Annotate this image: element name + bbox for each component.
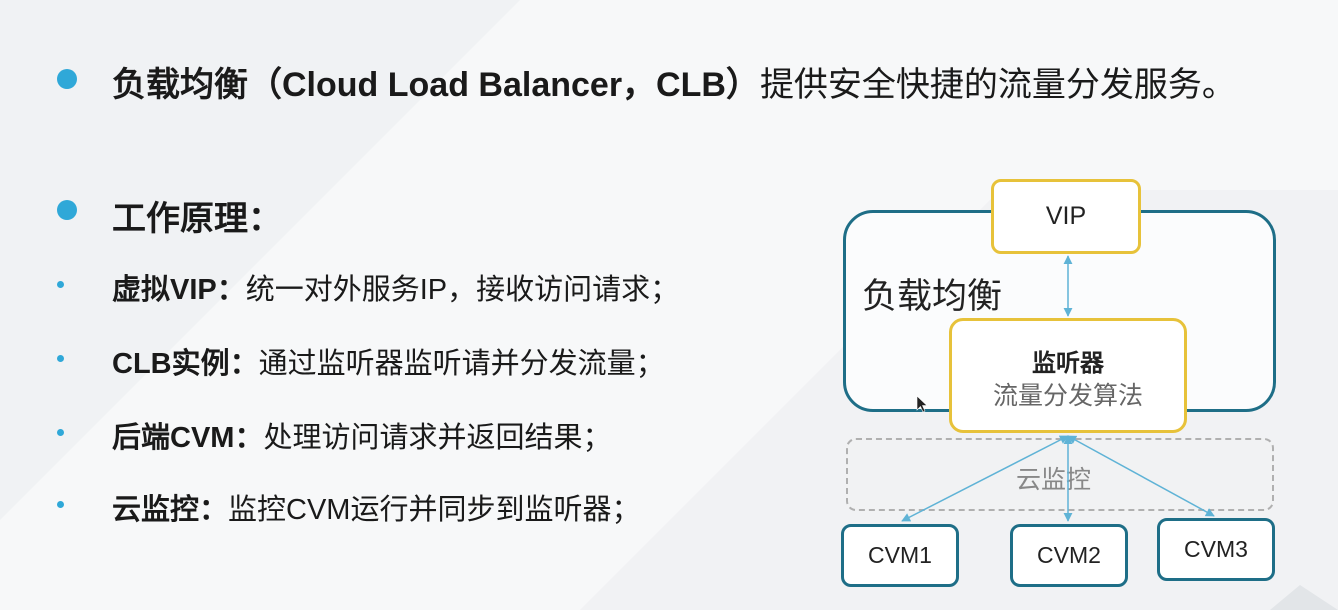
title-bullet	[57, 69, 77, 89]
cvm-box: CVM3	[1157, 518, 1275, 581]
title-bold: 负载均衡（Cloud Load Balancer，CLB）	[112, 66, 760, 104]
clb-label: 负载均衡	[862, 277, 1003, 316]
cvm3-arrow	[1067, 435, 1215, 517]
item-term: 云监控：	[112, 494, 229, 526]
cvm-box: CVM2	[1010, 524, 1128, 587]
list-bullet	[57, 429, 64, 436]
vip-label: VIP	[1045, 202, 1087, 230]
cvm1-arrow	[901, 435, 1069, 522]
listener-subtitle: 流量分发算法	[992, 382, 1143, 410]
cvm-label: CVM1	[868, 542, 932, 568]
item-desc: 监控CVM运行并同步到监听器；	[228, 494, 641, 526]
page-title: 负载均衡（Cloud Load Balancer，CLB）提供安全快捷的流量分发…	[112, 57, 1236, 106]
list-item: 后端CVM：处理访问请求并返回结果；	[112, 414, 611, 456]
cvm-box: CVM1	[841, 524, 959, 587]
cvm-label: CVM2	[1037, 542, 1101, 568]
principle-heading: 工作原理：	[112, 200, 282, 238]
item-term: 虚拟VIP：	[112, 274, 246, 306]
listener-box: 监听器 流量分发算法	[949, 318, 1187, 433]
item-term: CLB实例：	[112, 348, 259, 380]
cvm-label: CVM3	[1184, 536, 1248, 562]
mouse-cursor-icon	[916, 395, 928, 413]
item-desc: 统一对外服务IP，接收访问请求；	[245, 274, 680, 306]
item-term: 后端CVM：	[112, 422, 264, 454]
list-bullet	[57, 281, 64, 288]
list-item: 云监控：监控CVM运行并同步到监听器；	[112, 486, 640, 528]
item-desc: 通过监听器监听请并分发流量；	[258, 348, 665, 380]
vip-box: VIP	[991, 179, 1141, 254]
listener-title: 监听器	[1032, 350, 1104, 377]
title-normal: 提供安全快捷的流量分发服务。	[759, 66, 1236, 104]
list-bullet	[57, 501, 64, 508]
list-item: 虚拟VIP：统一对外服务IP，接收访问请求；	[112, 266, 679, 308]
list-bullet	[57, 355, 64, 362]
item-desc: 处理访问请求并返回结果；	[263, 422, 612, 454]
list-item: CLB实例：通过监听器监听请并分发流量；	[112, 340, 665, 382]
heading-bullet	[57, 200, 77, 220]
